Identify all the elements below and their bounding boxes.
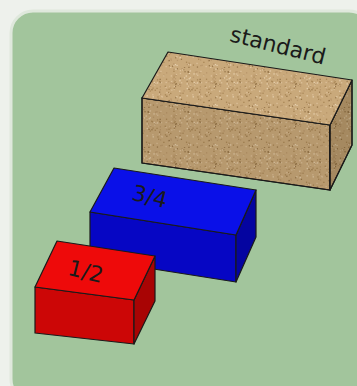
- half-block: 1/2: [30, 235, 160, 350]
- standard-block: standard: [130, 28, 357, 198]
- block-face: [35, 241, 155, 300]
- block-label: standard: [228, 24, 328, 69]
- block-shape: [30, 235, 160, 350]
- block-face: [90, 168, 256, 235]
- green-panel: [11, 11, 357, 386]
